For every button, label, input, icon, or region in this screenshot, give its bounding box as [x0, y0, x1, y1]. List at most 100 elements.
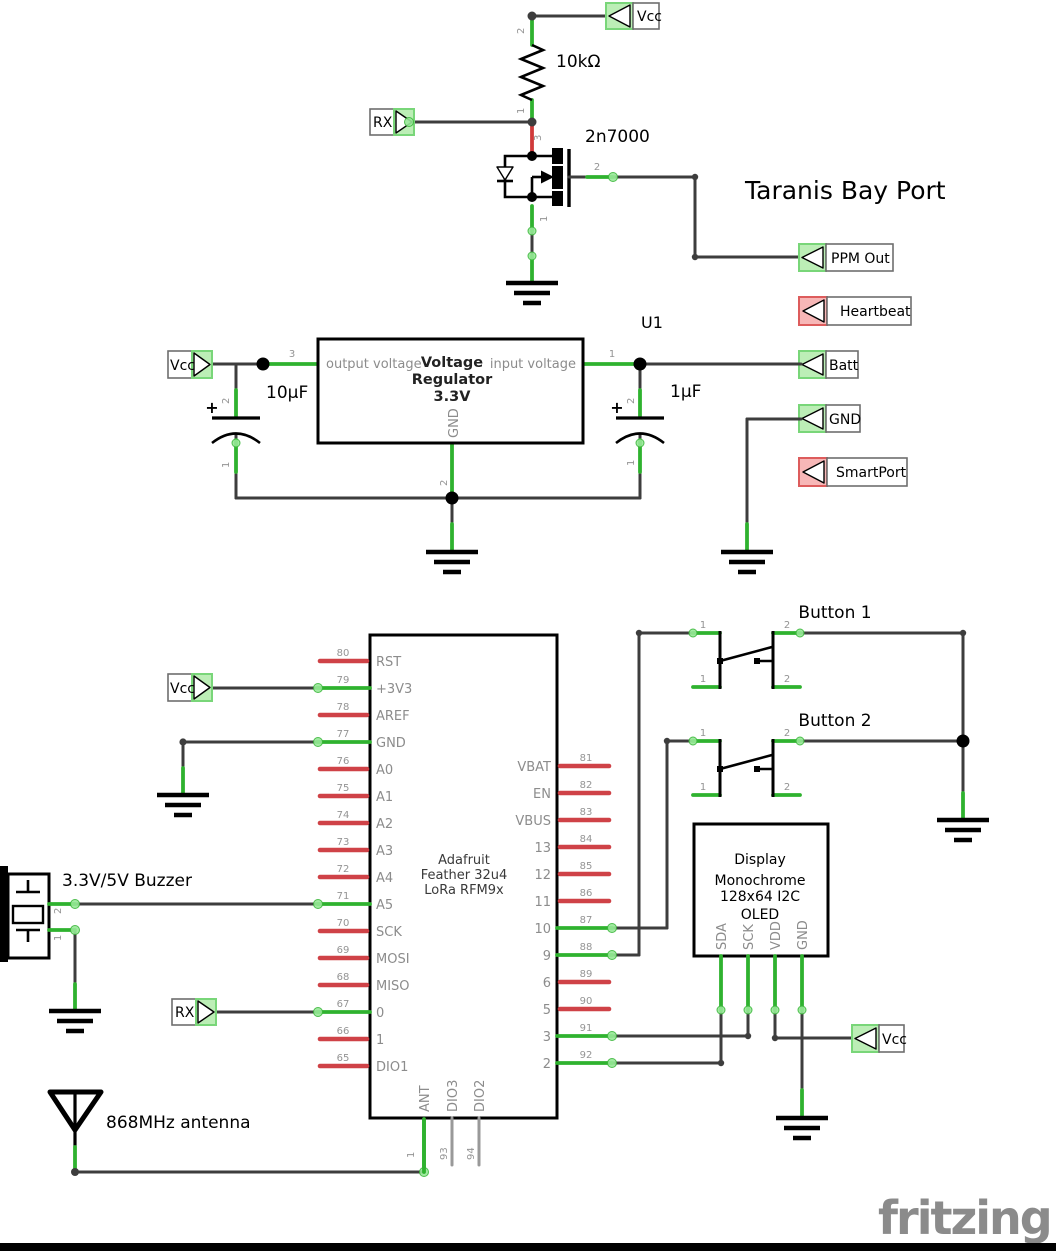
flag-label: RX — [175, 1005, 195, 1021]
pin-3v3: 79 +3V3 — [315, 675, 412, 697]
svg-text:94: 94 — [466, 1147, 477, 1160]
oled-pin-sck: SCK — [742, 924, 757, 950]
buzzer-label: 3.3V/5V Buzzer — [62, 871, 192, 891]
svg-text:67: 67 — [337, 999, 350, 1010]
pin-1: 66 1 — [317, 1026, 384, 1048]
svg-text:90: 90 — [580, 996, 593, 1007]
svg-text:RST: RST — [376, 655, 401, 670]
svg-text:92: 92 — [580, 1050, 593, 1061]
net-flag-rx-feather[interactable]: RX — [171, 998, 217, 1026]
flag-label: PPM Out — [831, 251, 890, 267]
cap-pin2-number: 2 — [221, 398, 232, 404]
svg-text:2: 2 — [543, 1057, 551, 1072]
svg-text:A1: A1 — [376, 790, 393, 805]
net-flag-smartport[interactable]: SmartPort — [798, 457, 908, 487]
oled-line2: Monochrome — [715, 873, 806, 889]
svg-text:74: 74 — [337, 810, 350, 821]
flag-label: SmartPort — [836, 465, 907, 481]
ground-symbol-feather-gnd — [157, 795, 209, 815]
buzzer-pin1-number: 1 — [53, 935, 64, 941]
net-flag-vcc-top[interactable]: Vcc — [605, 2, 662, 30]
resistor-pin2-number: 2 — [516, 28, 527, 34]
ground-symbol-buzzer — [49, 1011, 101, 1031]
capacitor-10uf[interactable]: + 2 1 10µF — [205, 383, 308, 468]
flag-label: Vcc — [637, 9, 662, 25]
svg-text:DIO1: DIO1 — [376, 1060, 408, 1075]
svg-text:2: 2 — [784, 728, 790, 739]
svg-text:GND: GND — [376, 736, 406, 751]
regulator-pin3-number: 3 — [289, 349, 295, 360]
svg-text:65: 65 — [337, 1053, 350, 1064]
svg-text:85: 85 — [580, 861, 593, 872]
ground-symbol-mosfet — [506, 283, 558, 303]
antenna-868mhz[interactable]: 868MHz antenna — [47, 1089, 251, 1174]
taranis-bay-port-title: Taranis Bay Port — [744, 176, 946, 205]
oled-display[interactable]: Display Monochrome 128x64 I2C OLED SDA S… — [692, 822, 830, 1012]
net-flag-rx-top[interactable]: RX — [369, 108, 415, 136]
svg-text:68: 68 — [337, 972, 350, 983]
svg-text:1: 1 — [376, 1033, 384, 1048]
net-flag-vcc-oled[interactable]: Vcc — [851, 1024, 907, 1053]
net-flag-ppm-out[interactable]: PPM Out — [798, 243, 894, 272]
buzzer[interactable]: 2 1 3.3V/5V Buzzer — [0, 866, 192, 962]
resistor-value-label: 10kΩ — [556, 52, 600, 72]
capacitor-1uf[interactable]: + 2 1 1µF — [610, 382, 701, 466]
svg-text:66: 66 — [337, 1026, 350, 1037]
svg-text:+3V3: +3V3 — [376, 682, 412, 697]
voltage-regulator[interactable]: U1 Voltage Regulator 3.3V output voltage… — [289, 313, 663, 486]
svg-text:87: 87 — [580, 915, 593, 926]
mosfet-drain-number: 2 — [594, 162, 600, 173]
svg-text:84: 84 — [580, 834, 593, 845]
cap-value-label: 10µF — [266, 383, 308, 403]
svg-text:13: 13 — [534, 841, 551, 856]
pin-5: 905 — [543, 996, 612, 1018]
mosfet-source-number: 1 — [539, 216, 550, 222]
net-flag-vcc-regulator[interactable]: Vcc — [167, 350, 213, 379]
net-flag-gnd[interactable]: GND — [798, 404, 861, 433]
svg-text:86: 86 — [580, 888, 593, 899]
svg-text:75: 75 — [337, 783, 350, 794]
flag-label: GND — [829, 412, 861, 428]
feather-title-line3: LoRa RFM9x — [424, 883, 504, 898]
cap-pin1-number: 1 — [221, 462, 232, 468]
svg-text:1: 1 — [700, 782, 706, 793]
pushbutton-1[interactable]: Button 1 1 2 1 2 — [691, 603, 872, 689]
ground-symbol-right — [721, 552, 773, 572]
pin-0: 670 — [315, 999, 384, 1021]
junction-dots — [71, 11, 970, 1176]
svg-text:2: 2 — [784, 620, 790, 631]
mosfet-2n7000[interactable]: 2n7000 3 2 1 — [496, 127, 650, 222]
svg-text:10: 10 — [534, 922, 551, 937]
net-flag-heartbeat[interactable]: Heartbeat — [798, 296, 912, 326]
svg-text:1: 1 — [700, 620, 706, 631]
svg-text:78: 78 — [337, 702, 350, 713]
svg-text:1: 1 — [700, 674, 706, 685]
flag-label: RX — [373, 115, 393, 131]
svg-text:88: 88 — [580, 942, 593, 953]
svg-text:79: 79 — [337, 675, 350, 686]
flag-label: Vcc — [170, 358, 195, 374]
net-flag-batt[interactable]: Batt — [798, 350, 859, 379]
pushbutton-2[interactable]: Button 2 1 2 1 2 — [691, 711, 872, 797]
adafruit-feather[interactable]: Adafruit Feather 32u4 LoRa RFM9x — [368, 633, 559, 1120]
cap-value-label: 1µF — [670, 382, 701, 402]
svg-text:83: 83 — [580, 807, 593, 818]
svg-text:91: 91 — [580, 1023, 593, 1034]
pin-3: 913 — [543, 1023, 614, 1045]
cap-pin2-number: 2 — [626, 398, 637, 404]
pullup-resistor[interactable]: 10kΩ 2 1 — [516, 28, 600, 114]
net-flag-vcc-feather[interactable]: Vcc — [167, 673, 213, 702]
